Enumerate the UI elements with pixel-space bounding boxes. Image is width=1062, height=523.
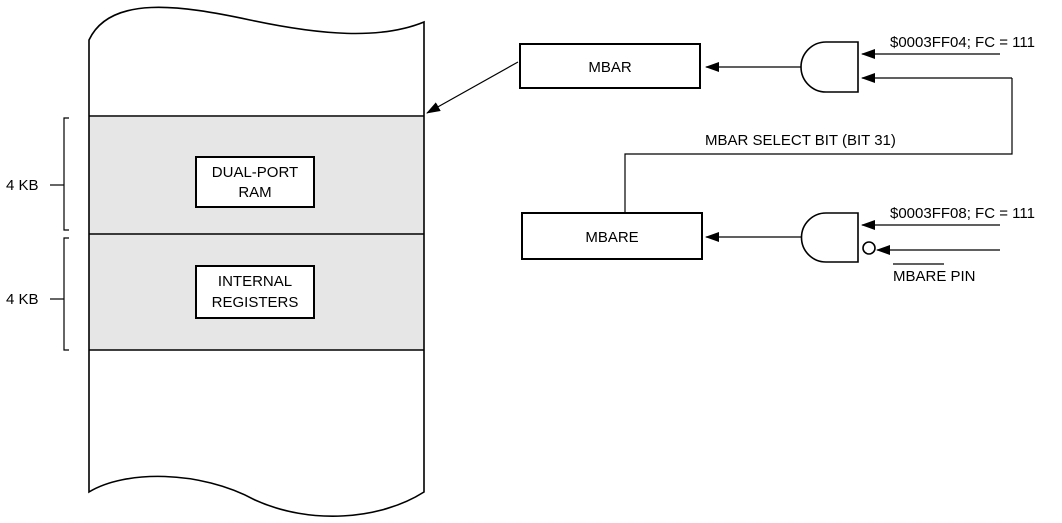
- dual-port-ram-label-line2: RAM: [238, 184, 271, 201]
- mbar-address-label: $0003FF04; FC = 111: [890, 34, 1035, 51]
- mbare-pin-label: MBARE PIN: [893, 268, 976, 285]
- mbar-block: MBAR: [426, 43, 701, 114]
- mbar-and-gate-shape: [800, 41, 859, 93]
- mbare-address-label: $0003FF08; FC = 111: [890, 205, 1035, 222]
- mbare-and-gate-shape: [800, 212, 859, 263]
- mbare-inverter-bubble: [862, 241, 876, 255]
- mbar-register-box: [519, 43, 701, 89]
- mbare-register-box: [521, 212, 703, 260]
- size-bracket-upper: [63, 117, 69, 231]
- memory-map-bottom-edge: [88, 350, 425, 517]
- size-brackets: 4 KB 4 KB: [6, 117, 69, 351]
- select-bit-wiring: MBAR SELECT BIT (BIT 31): [624, 78, 1013, 212]
- mbar-and-gate: $0003FF04; FC = 111: [705, 34, 1035, 93]
- mbare-and-gate: $0003FF08; FC = 111 MBARE PIN: [705, 205, 1035, 285]
- memory-map-top-edge: [88, 6, 425, 116]
- dual-port-ram-box: [195, 156, 315, 208]
- select-bit-label: MBAR SELECT BIT (BIT 31): [705, 132, 896, 149]
- size-bracket-lower: [63, 237, 69, 351]
- size-label-upper: 4 KB: [6, 177, 39, 194]
- select-bit-line: [624, 78, 1013, 212]
- internal-registers-label-line1: INTERNAL: [218, 273, 292, 290]
- mbar-register-label: MBAR: [588, 59, 632, 76]
- memory-map: DUAL-PORT RAM INTERNAL REGISTERS: [88, 6, 425, 517]
- mbare-block: MBARE: [521, 212, 703, 260]
- internal-registers-box: [195, 265, 315, 319]
- mbar-to-memory-arrow: [426, 61, 519, 114]
- dual-port-ram-label-line1: DUAL-PORT: [212, 164, 298, 181]
- mbare-register-label: MBARE: [585, 229, 638, 246]
- internal-registers-label-line2: REGISTERS: [212, 294, 299, 311]
- size-label-lower: 4 KB: [6, 291, 39, 308]
